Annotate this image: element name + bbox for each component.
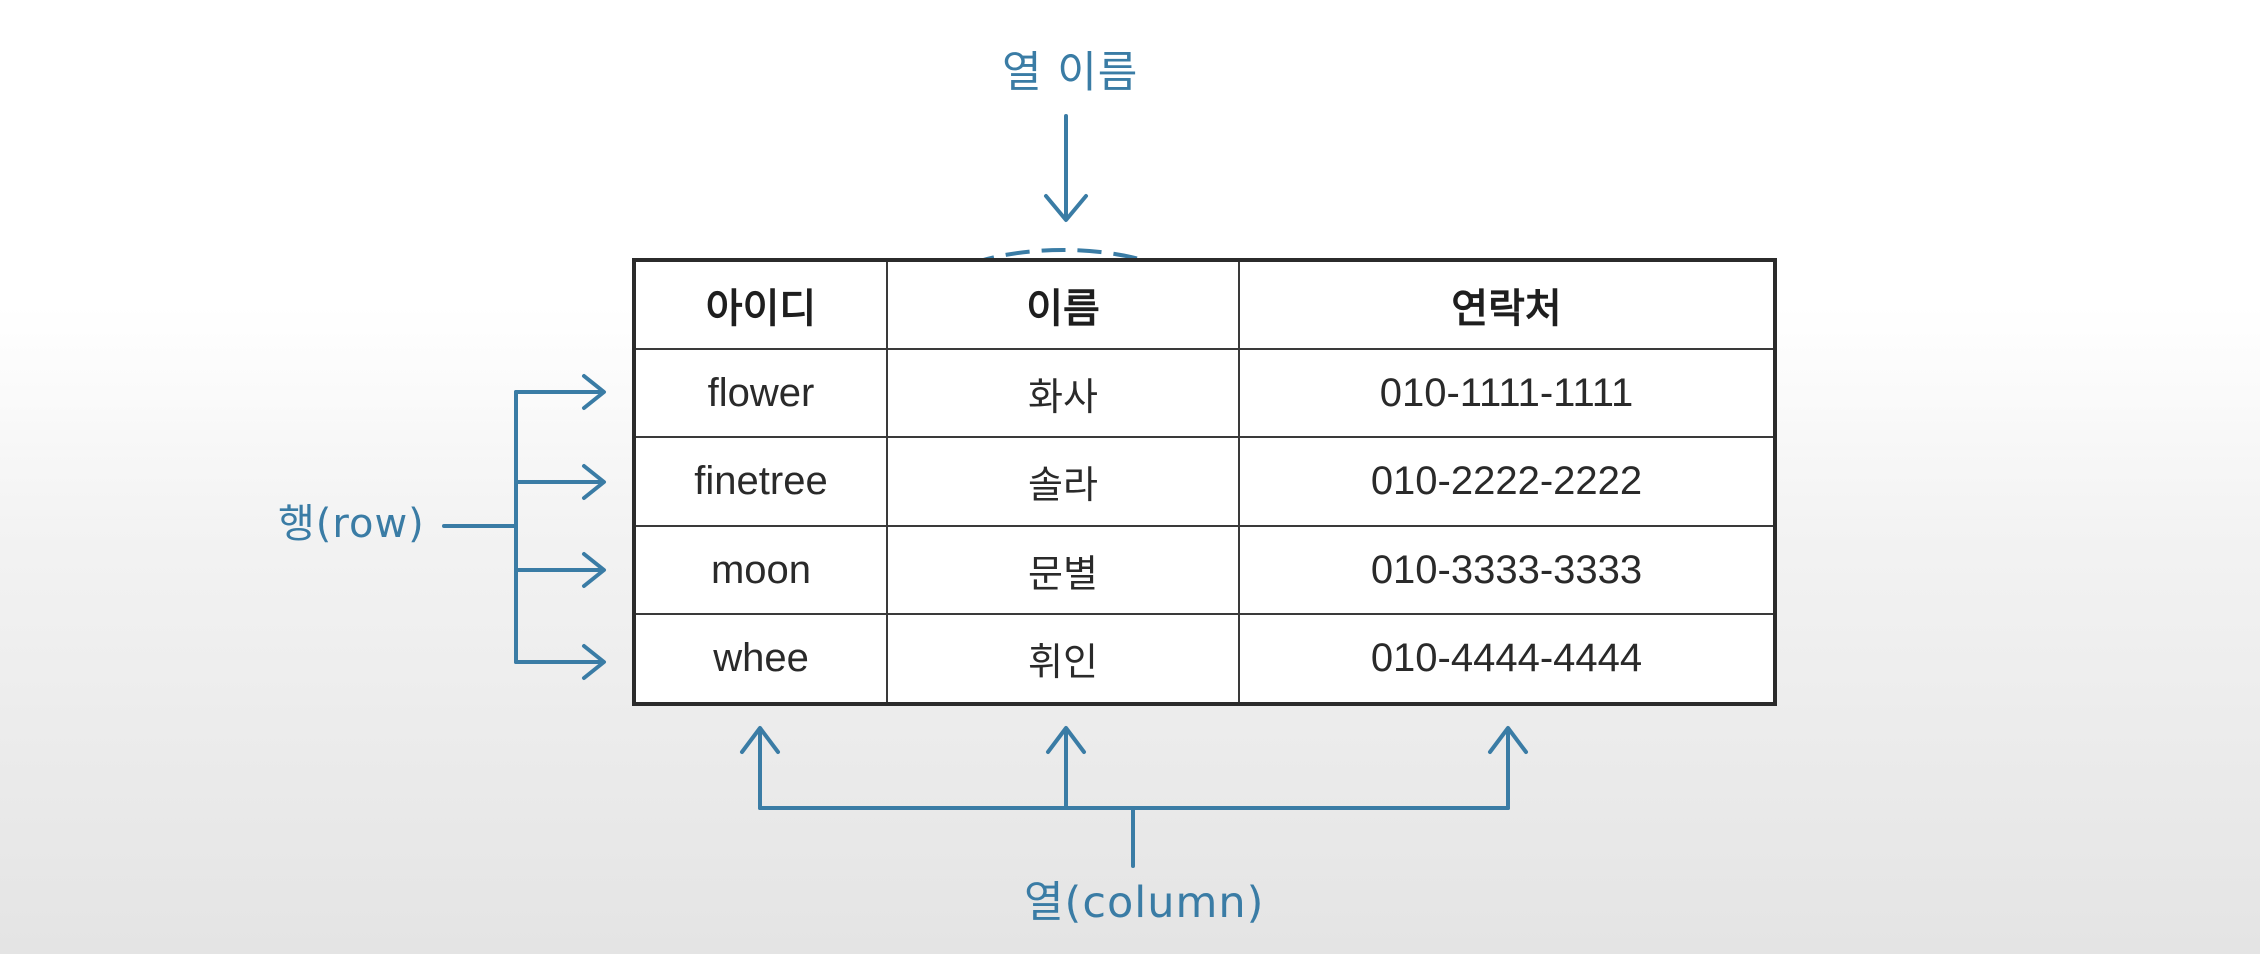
cell-contact: 010-3333-3333 [1238,524,1776,616]
header-row: 아이디 이름 연락처 [633,259,1776,350]
cell-name: 솔라 [886,436,1240,527]
row-label: 행(row) [278,501,425,547]
cell-id: finetree [633,436,888,527]
cell-contact: 010-2222-2222 [1238,436,1776,527]
data-table: 아이디 이름 연락처 flower 화사 010-1111-1111 finet… [632,258,1777,706]
column-label: 열(column) [1024,878,1265,928]
row-bracket [442,374,606,680]
header-contact: 연락처 [1238,259,1776,350]
cell-id: moon [633,524,888,616]
cell-id: flower [633,347,888,439]
cell-name: 문별 [886,524,1240,616]
table-row: moon 문별 010-3333-3333 [633,524,1776,616]
cell-contact: 010-4444-4444 [1238,613,1776,705]
cell-name: 화사 [886,347,1240,439]
cell-id: whee [633,613,888,705]
cell-contact: 010-1111-1111 [1238,347,1776,439]
header-name: 이름 [886,259,1240,350]
column-name-arrow [1044,114,1088,222]
header-id: 아이디 [633,259,888,350]
column-bracket [740,726,1528,868]
table-row: finetree 솔라 010-2222-2222 [633,436,1776,527]
table-row: flower 화사 010-1111-1111 [633,347,1776,439]
cell-name: 휘인 [886,613,1240,705]
column-name-label: 열 이름 [1002,48,1139,98]
table-row: whee 휘인 010-4444-4444 [633,613,1776,705]
